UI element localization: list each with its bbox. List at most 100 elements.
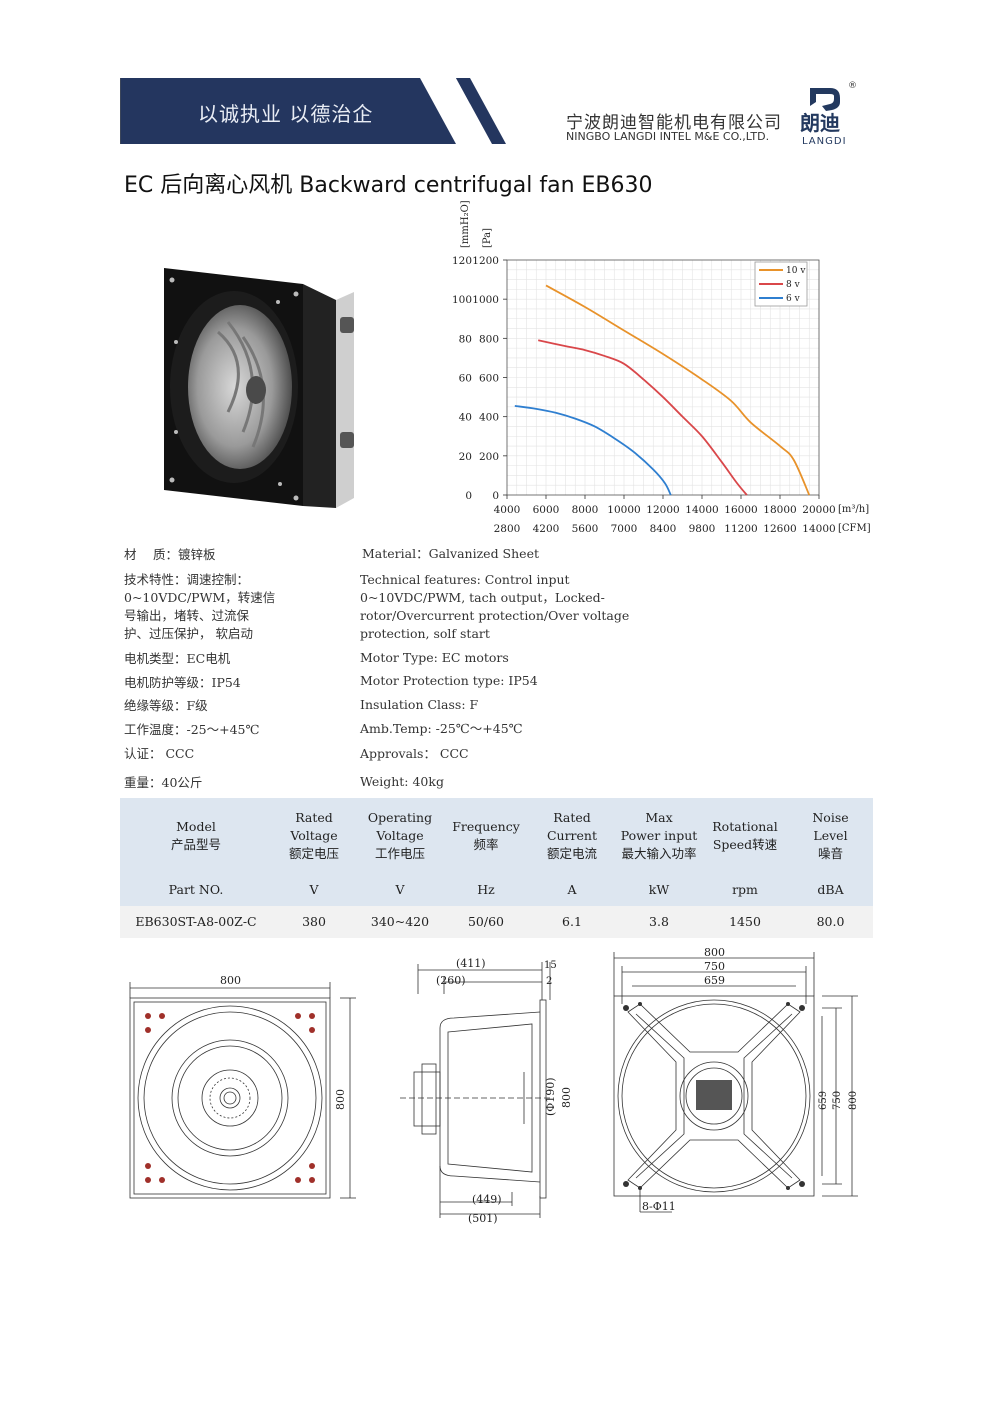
side-view-drawing: (411) (260) 15 2 (Φ190) 800 (449) (501) [400, 957, 570, 1225]
x-tick-label-m3h: 20000 [802, 504, 835, 516]
rear-dim-750: 750 [704, 960, 725, 973]
y-tick-label-mm: 80 [459, 333, 472, 345]
y-tick-label-mm: 60 [459, 373, 472, 385]
side-dim-501: (501) [468, 1212, 498, 1225]
front-view-drawing: 800 800 [129, 974, 356, 1199]
cell-noise: 80.0 [788, 906, 873, 938]
y-tick-label-pa: 0 [492, 490, 499, 502]
x-tick-label-m3h: 14000 [685, 504, 718, 516]
unit-noise: dBA [788, 874, 873, 906]
spec-insulation-en: Insulation Class: F [360, 697, 479, 712]
unit-frequency: Hz [444, 874, 528, 906]
unit-speed: rpm [702, 874, 788, 906]
side-dim-800: 800 [560, 1087, 570, 1108]
y-tick-label-mm: 20 [459, 451, 472, 463]
logo-text-cn: 朗迪 [800, 111, 840, 135]
cell-current: 6.1 [528, 906, 616, 938]
unit-rated-voltage: V [272, 874, 356, 906]
spec-weight-en: Weight: 40kg [360, 774, 444, 789]
fan-product-image [164, 268, 354, 508]
y-tick-label-mm: 100 [452, 294, 472, 306]
x-tick-label-cfm: 8400 [650, 523, 677, 535]
table-row: EB630ST-A8-00Z-C 380 340~420 50/60 6.1 3… [120, 906, 873, 938]
slogan: 以诚执业 以德治企 [198, 102, 374, 126]
x-tick-label-m3h: 18000 [763, 504, 796, 516]
company-name-cn: 宁波朗迪智能机电有限公司 [566, 113, 782, 133]
side-dim-15: 15 [544, 960, 557, 971]
spec-motor-type-en: Motor Type: EC motors [360, 650, 509, 665]
x-tick-label-m3h: 6000 [533, 504, 560, 516]
x-unit-cfm: [CFM] [838, 523, 871, 534]
rear-dim-659: 659 [704, 974, 725, 987]
unit-current: A [528, 874, 616, 906]
y-tick-label-pa: 400 [479, 412, 499, 424]
spec-temperature-cn: 工作温度：-25～+45℃ [124, 722, 260, 737]
cell-power: 3.8 [616, 906, 702, 938]
spec-protection-cn: 电机防护等级：IP54 [124, 675, 241, 690]
x-tick-label-m3h: 10000 [607, 504, 640, 516]
y-unit-mm: [mmH₂O] [460, 200, 471, 248]
side-dim-260: (260) [436, 974, 466, 987]
y-tick-label-pa: 200 [479, 451, 499, 463]
cell-model: EB630ST-A8-00Z-C [120, 906, 272, 938]
logo-mark: ® [848, 81, 857, 91]
cell-operating-voltage: 340~420 [356, 906, 444, 938]
header-banner [120, 78, 506, 144]
front-height-dim: 800 [334, 1089, 347, 1110]
x-tick-label-cfm: 2800 [494, 523, 521, 535]
rear-vdim-800: 800 [848, 1091, 859, 1110]
front-width-dim: 800 [220, 974, 241, 987]
spec-material-cn: 材 质：镀锌板 [124, 547, 216, 562]
x-tick-label-cfm: 9800 [689, 523, 716, 535]
table-unit-row: Part NO. V V Hz A kW rpm dBA [120, 874, 873, 906]
rear-vdim-659: 659 [818, 1091, 829, 1110]
x-tick-label-cfm: 7000 [611, 523, 638, 535]
legend-10v: 10 v [786, 266, 806, 276]
y-tick-label-mm: 40 [459, 412, 472, 424]
y-tick-label-pa: 1000 [472, 294, 499, 306]
y-unit-pa: [Pa] [482, 228, 493, 248]
unit-operating-voltage: V [356, 874, 444, 906]
cell-speed: 1450 [702, 906, 788, 938]
y-tick-label-pa: 800 [479, 333, 499, 345]
legend-8v: 8 v [786, 280, 801, 290]
y-tick-label-pa: 600 [479, 373, 499, 385]
spec-temperature-en: Amb.Temp: -25℃～+45℃ [360, 721, 523, 736]
x-tick-label-m3h: 16000 [724, 504, 757, 516]
x-tick-label-cfm: 12600 [763, 523, 796, 535]
spec-approvals-cn: 认证： CCC [124, 746, 195, 761]
spec-motor-type-cn: 电机类型：EC电机 [124, 651, 231, 666]
spec-approvals-en: Approvals： CCC [360, 746, 469, 761]
y-tick-label-pa: 1200 [472, 255, 499, 267]
spec-protection-en: Motor Protection type: IP54 [360, 673, 538, 688]
x-tick-label-cfm: 11200 [724, 523, 757, 535]
chart-legend: 10 v 8 v 6 v [754, 261, 808, 307]
series-line-6v [514, 405, 672, 496]
cell-frequency: 50/60 [444, 906, 528, 938]
unit-power: kW [616, 874, 702, 906]
legend-6v: 6 v [786, 294, 801, 304]
spec-features-cn: 技术特性：调速控制： 0~10VDC/PWM，转速信 号输出，堵转、过流保 护、… [124, 572, 276, 641]
logo-text-en: LANGDI [802, 136, 847, 146]
performance-chart: 4000280060004200800056001000070001200084… [452, 200, 871, 535]
rear-vdim-750: 750 [832, 1091, 843, 1110]
side-dim-2: 2 [546, 976, 552, 987]
x-tick-label-cfm: 4200 [533, 523, 560, 535]
cell-rated-voltage: 380 [272, 906, 356, 938]
series-line-10v [545, 284, 811, 496]
side-dim-190: (Φ190) [544, 1077, 557, 1116]
side-dim-449: (449) [472, 1193, 502, 1206]
y-tick-label-mm: 0 [465, 490, 472, 502]
company-name-en: NINGBO LANGDI INTEL M&E CO.,LTD. [566, 130, 770, 143]
y-tick-label-mm: 120 [452, 255, 472, 267]
langdi-logo: ® 朗迪 LANGDI [800, 81, 857, 146]
